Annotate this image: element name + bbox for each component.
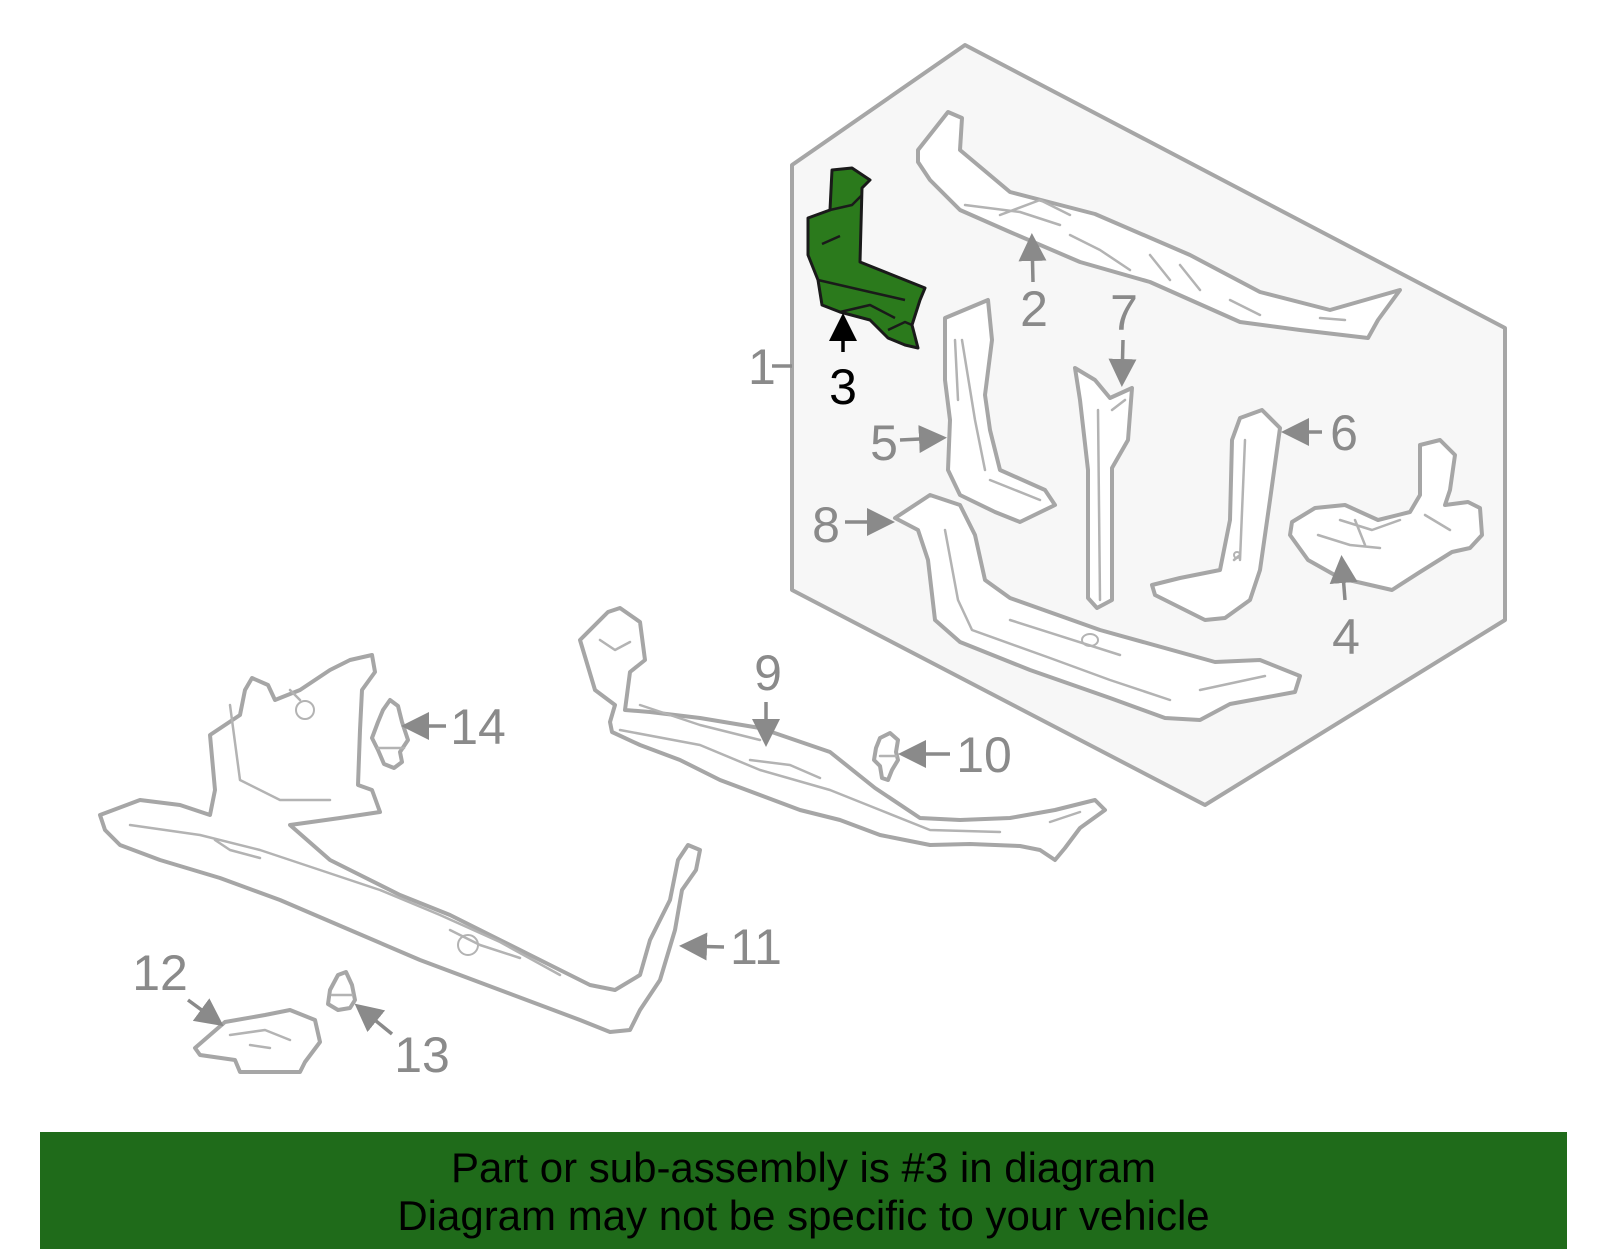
part-4-bracket [1288, 438, 1484, 592]
callout-2: 2 [1020, 281, 1048, 337]
leader-12 [186, 998, 224, 1027]
leader-11 [679, 932, 725, 961]
callout-12: 12 [132, 945, 188, 1001]
leader-4 [1329, 555, 1358, 601]
part-13-clip [326, 970, 357, 1012]
part-12-bracket-plate [193, 1008, 322, 1074]
leader-13 [354, 1003, 394, 1036]
banner-line-disclaimer: Diagram may not be specific to your vehi… [397, 1192, 1210, 1239]
part-7-center-support [1073, 366, 1134, 610]
leader-2 [1018, 233, 1047, 283]
part-2-upper-tie-bar [916, 110, 1402, 340]
part-14-clip [370, 698, 410, 770]
callout-13: 13 [394, 1027, 450, 1083]
part-8-lower-tie-bar [893, 493, 1302, 722]
part-9-upper-beam [578, 606, 1107, 862]
leader-7 [1108, 339, 1137, 387]
callout-6: 6 [1330, 405, 1358, 461]
callout-5: 5 [870, 415, 898, 471]
banner-line-part-number: Part or sub-assembly is #3 in diagram [451, 1144, 1156, 1191]
callout-1: 1 [748, 339, 776, 395]
callout-14: 14 [450, 699, 506, 755]
callout-8: 8 [812, 497, 840, 553]
part-5-side-bracket [943, 298, 1057, 524]
part-3-highlighted-bracket [806, 166, 927, 350]
part-6-side-bracket [1150, 408, 1282, 622]
info-banner: Part or sub-assembly is #3 in diagram Di… [40, 1132, 1567, 1249]
part-11-lower-support [98, 653, 702, 1034]
callout-10: 10 [956, 727, 1012, 783]
callout-4: 4 [1332, 609, 1360, 665]
callout-9: 9 [754, 645, 782, 701]
callout-7: 7 [1110, 285, 1138, 341]
part-10-bolt [872, 731, 900, 782]
callout-3: 3 [829, 359, 857, 415]
callout-11: 11 [730, 919, 782, 975]
leader-5 [899, 425, 947, 454]
